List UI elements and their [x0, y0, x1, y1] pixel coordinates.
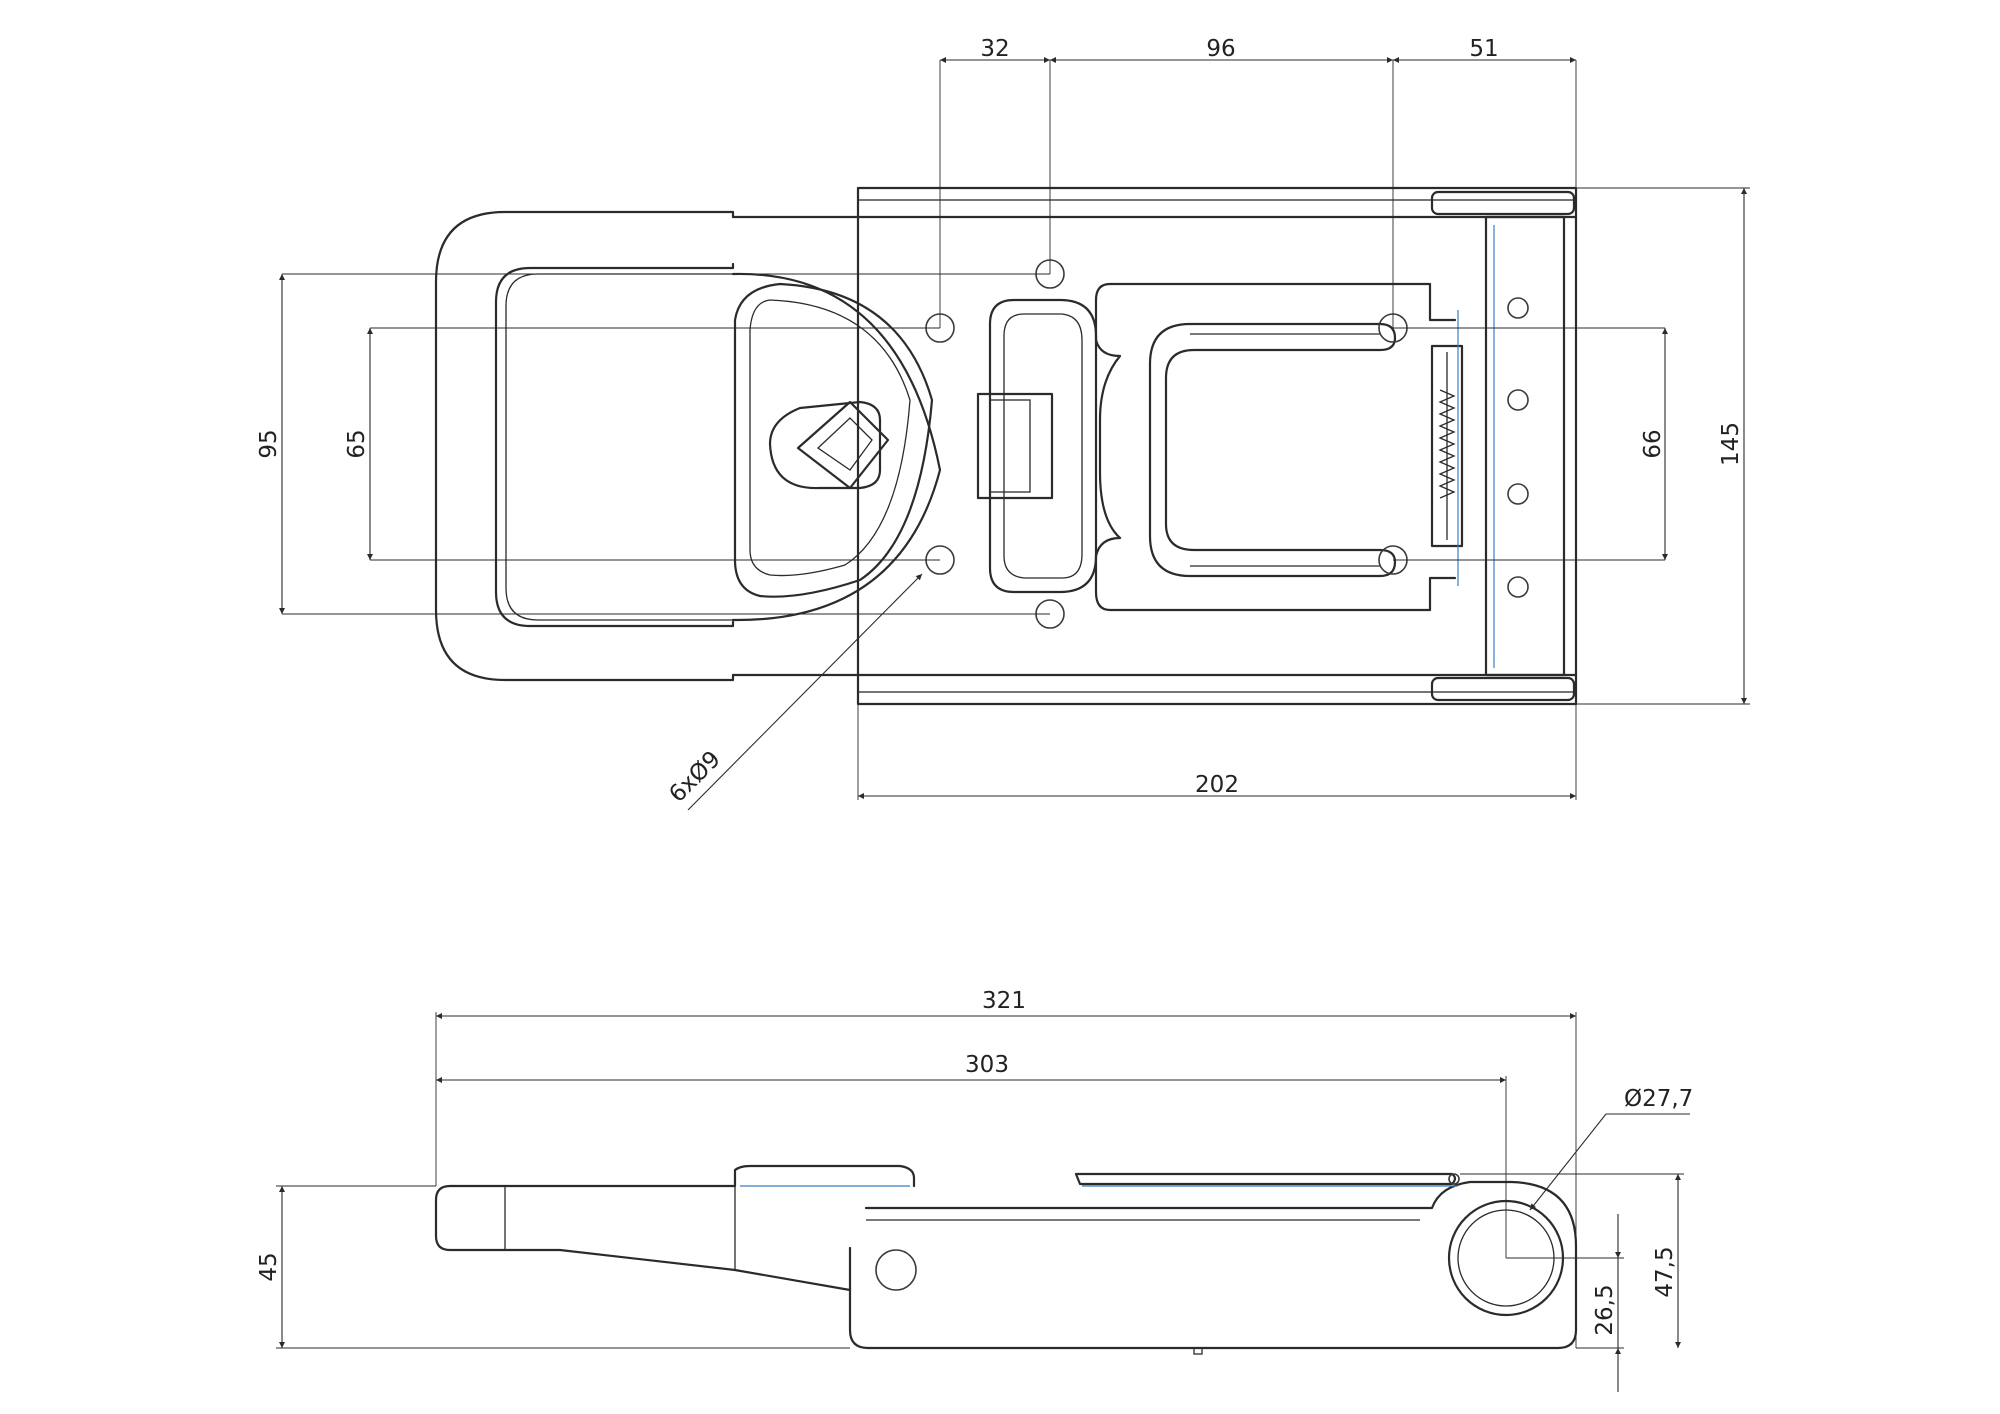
dim-66-label: 66: [1640, 429, 1666, 458]
dim-diameter-label: Ø27,7: [1624, 1086, 1693, 1112]
barrel-hole-4: [1507, 576, 1529, 598]
dim-65: 65: [344, 327, 940, 561]
dim-47-5-label: 47,5: [1652, 1246, 1678, 1297]
dim-26-5-label: 26,5: [1592, 1284, 1618, 1335]
keeper-u-slot: [1148, 322, 1397, 578]
hinge-knuckle-bottom: [1430, 676, 1576, 702]
keeper-edge: [1094, 298, 1122, 594]
handle-inner-fillet: [505, 273, 733, 621]
strike-catch-inner: [1003, 313, 1083, 579]
keeper-top-edge: [1094, 282, 1457, 322]
dim-45-label: 45: [256, 1252, 282, 1281]
hole-callout-label: 6xØ9: [664, 746, 726, 808]
side-keeper-strip: [1074, 1172, 1457, 1186]
lock-diamond-inner: [816, 417, 873, 471]
keeper-u-slot-fillet: [1190, 333, 1380, 567]
spring-zigzag: [1438, 389, 1456, 499]
strike-catch: [988, 298, 1098, 594]
lock-diamond-outer: [796, 400, 890, 490]
lever-arc: [731, 272, 942, 622]
spring-housing: [1430, 344, 1464, 548]
base-plate: [856, 186, 1578, 706]
lock-thumb-recess: [768, 400, 882, 490]
dim-95-label: 95: [256, 429, 282, 458]
dim-303: 303: [436, 1052, 1507, 1258]
barrel-hole-3: [1507, 483, 1529, 505]
dim-32-label: 32: [980, 36, 1009, 62]
dim-47-5: 47,5: [1460, 1173, 1684, 1348]
base-plate-inner-edge: [857, 199, 1577, 693]
barrel-hole-1: [1507, 297, 1529, 319]
dim-303-label: 303: [965, 1052, 1009, 1078]
dim-65-label: 65: [344, 429, 370, 458]
dim-top-chain: 32 96 51: [939, 36, 1577, 328]
dim-202-label: 202: [1195, 772, 1239, 798]
catch-tongue-inner: [989, 399, 1031, 493]
dim-diameter: Ø27,7: [1529, 1086, 1693, 1211]
dim-145-label: 145: [1718, 422, 1744, 466]
side-keeper-pin: [1448, 1173, 1460, 1185]
handle-inner: [494, 262, 735, 628]
dim-202: 202: [857, 704, 1577, 800]
dim-95: 95: [256, 273, 1050, 615]
side-foot-mark: [1193, 1347, 1203, 1355]
dim-321-label: 321: [982, 988, 1026, 1014]
lever-paddle-recess: [749, 299, 911, 577]
catch-tongue: [976, 392, 1054, 500]
side-pivot-hole: [875, 1249, 917, 1291]
dim-145: 145: [1576, 187, 1750, 705]
dim-96-label: 96: [1206, 36, 1235, 62]
handle-outer: [434, 210, 735, 682]
lever-paddle: [733, 282, 934, 598]
hinge-knuckle-top: [1430, 190, 1576, 216]
top-view: 32 96 51 95 65 66: [256, 36, 1750, 811]
dim-66: 66: [1393, 327, 1668, 561]
side-base-body: [848, 1180, 1578, 1350]
hinge-barrel: [1484, 215, 1566, 677]
side-lever-body: [434, 1184, 852, 1292]
dim-51-label: 51: [1469, 36, 1498, 62]
dim-26-5: 26,5: [1506, 1214, 1624, 1392]
keeper-bottom-edge: [1094, 576, 1457, 612]
dim-321: 321: [435, 988, 1577, 1348]
side-lever-top: [448, 1164, 916, 1188]
barrel-hole-2: [1507, 389, 1529, 411]
side-view: 321 303 Ø27,7 45 26,5: [256, 988, 1693, 1392]
dim-45: 45: [256, 1185, 850, 1349]
